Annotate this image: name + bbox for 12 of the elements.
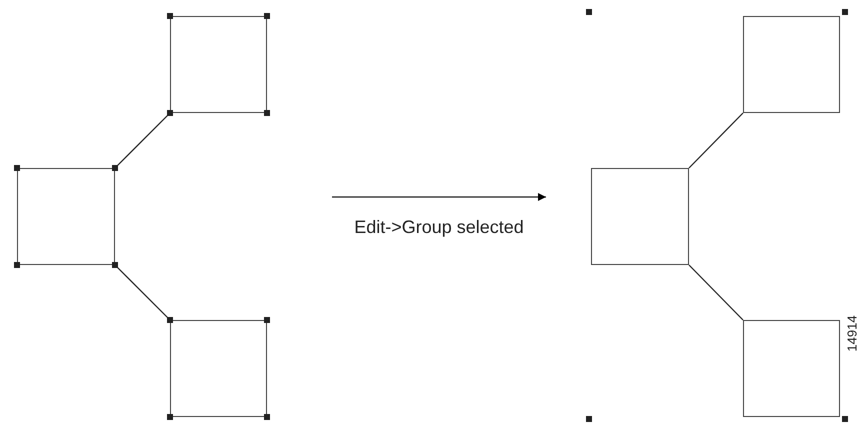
square-shape bbox=[743, 320, 840, 417]
connector-line bbox=[114, 112, 170, 168]
connector-line bbox=[114, 264, 170, 320]
square-shape bbox=[591, 168, 689, 265]
square-shape bbox=[17, 168, 115, 265]
figure-number: 14914 bbox=[844, 315, 860, 352]
square-shape bbox=[170, 320, 267, 417]
connector-line bbox=[688, 264, 744, 320]
caption-text: Edit->Group selected bbox=[354, 217, 524, 238]
square-shape bbox=[743, 16, 840, 113]
connector-line bbox=[688, 112, 744, 168]
square-shape bbox=[170, 16, 267, 113]
